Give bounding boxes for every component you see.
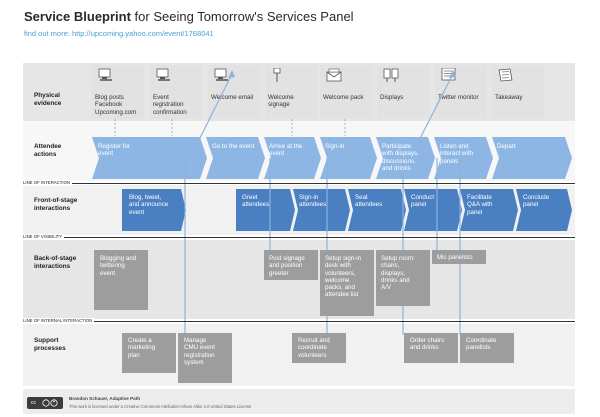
line-of-visibility-label: LINE OF VISIBILITY — [23, 234, 65, 240]
frontstage-conclude: Conclude panel — [523, 194, 550, 209]
support-registration: Manage CMU event registration system — [184, 337, 215, 366]
frontstage-arrow-blog — [122, 189, 186, 231]
action-arrow-depart — [492, 137, 572, 179]
attendee-action-arrive: Arrive at the event — [269, 143, 303, 158]
action-arrow-register — [92, 137, 207, 179]
line-of-interaction — [23, 183, 575, 184]
frontstage-facilitate: Facilitate Q&A with panel — [467, 194, 493, 216]
cc-badge-text: cc — [31, 400, 36, 406]
evidence-registration-confirmation: Event registration confirmation — [150, 65, 202, 119]
frontstage-sign-in: Sign-in attendees — [299, 194, 327, 209]
backstage-signin-desk: Setup sign-in desk with volunteers, welc… — [325, 255, 362, 299]
evidence-welcome-email: Welcome email — [208, 65, 260, 119]
frontstage-arrow-conclude — [516, 189, 572, 231]
frontstage-arrow-greet — [236, 189, 295, 231]
frontstage-arrow-facilitate — [460, 189, 518, 231]
evidence-label: Takeaway — [495, 94, 523, 101]
attendee-action-register: Register for event — [98, 143, 130, 158]
page-title: Service Blueprint for Seeing Tomorrow's … — [24, 9, 354, 24]
row-label-frontstage: Front-of-stage interactions — [34, 197, 78, 212]
computer-icon — [156, 68, 170, 81]
footer-license[interactable]: This work is licensed under a Creative C… — [69, 404, 252, 409]
row-label-attendee-actions: Attendee actions — [34, 143, 62, 158]
support-volunteers: Recruit and coordinate volunteers — [298, 337, 330, 359]
backstage-mic: Mic panelists — [437, 254, 473, 261]
backstage-setup-room: Setup room: chairs, displays, drinks and… — [381, 255, 415, 292]
footer-author: Brandon Schauer, Adaptive Path — [69, 396, 141, 401]
attendee-action-depart: Depart — [497, 143, 516, 150]
welcome-pack-icon — [326, 68, 342, 82]
frontstage-arrow-seat — [348, 189, 406, 231]
evidence-label: Welcome signage — [268, 94, 294, 109]
creative-commons-badge[interactable]: cc — [27, 397, 63, 409]
connector-arrowheads — [228, 70, 456, 78]
evidence-label: Twitter monitor — [438, 94, 479, 101]
row-label-support: Support processes — [34, 337, 66, 352]
line-of-visibility — [23, 237, 575, 238]
evidence-displays: Displays — [377, 65, 429, 119]
support-marketing: Create a marketing plan — [128, 337, 156, 359]
computer-icon — [98, 68, 112, 81]
frontstage-arrow-conduct — [404, 189, 462, 231]
evidence-takeaway: Takeaway — [492, 65, 544, 119]
subtitle-link[interactable]: find out more: http://upcoming.yahoo.com… — [24, 29, 214, 38]
evidence-label: Blog posts Facebook Upcoming.com — [95, 94, 137, 116]
action-arrow-go-to-event — [206, 137, 265, 179]
attendee-action-participate: Participate with displays, discussions, … — [382, 143, 419, 172]
frontstage-seat: Seat attendees — [355, 194, 383, 209]
backstage-box-setup-room — [376, 250, 430, 306]
attendee-action-arrows — [92, 137, 572, 179]
backstage-blogging: Blogging and twittering event — [100, 255, 137, 277]
action-arrow-participate — [376, 137, 435, 179]
signpost-icon — [273, 68, 281, 82]
evidence-welcome-signage: Welcome signage — [265, 65, 317, 119]
displays-icon — [383, 68, 399, 82]
support-box-volunteers — [292, 333, 346, 363]
evidence-welcome-pack: Welcome pack — [320, 65, 372, 119]
attendee-action-listen: Listen and interact with panels — [440, 143, 474, 165]
frontstage-arrow-sign-in — [293, 189, 350, 231]
title-rest: for Seeing Tomorrow's Services Panel — [130, 9, 354, 24]
newspaper-icon — [498, 68, 513, 82]
title-bold: Service Blueprint — [24, 9, 131, 24]
action-arrow-listen — [434, 137, 493, 179]
support-chairs: Order chairs and drinks — [410, 337, 445, 352]
line-of-internal-interaction — [23, 321, 575, 322]
action-arrow-sign-in — [320, 137, 377, 179]
frontstage-arrows — [122, 189, 572, 231]
computer-icon — [214, 68, 228, 81]
evidence-label: Event registration confirmation — [153, 94, 187, 116]
row-label-backstage: Back-of-stage interactions — [34, 255, 77, 270]
evidence-label: Displays — [380, 94, 404, 101]
backstage-box-mic — [432, 250, 486, 264]
evidence-label: Welcome email — [211, 94, 254, 101]
backstage-signage: Post signage and position greeter — [269, 255, 305, 277]
evidence-blog-posts: Blog posts Facebook Upcoming.com — [92, 65, 144, 119]
attendee-action-sign-in: Sign-in — [325, 143, 345, 150]
backstage-box-signage — [264, 250, 318, 280]
evidence-label: Welcome pack — [323, 94, 364, 101]
support-box-registration — [178, 333, 232, 383]
frontstage-conduct: Conduct panel — [411, 194, 435, 209]
evidence-dashed-connectors — [114, 119, 346, 136]
footer-band — [23, 389, 575, 414]
frontstage-blog: Blog, tweet, and announce event — [129, 194, 169, 216]
row-label-physical-evidence: Physical evidence — [34, 92, 62, 107]
frontstage-greet: Greet attendees — [242, 194, 270, 209]
backstage-box-blogging — [94, 250, 148, 310]
support-box-panelists — [460, 333, 514, 363]
support-box-chairs — [404, 333, 458, 363]
action-arrow-arrive — [264, 137, 321, 179]
backstage-box-signin-desk — [320, 250, 374, 316]
support-box-marketing — [122, 333, 176, 373]
cc-by-icon — [42, 399, 58, 407]
line-of-interaction-label: LINE OF INTERACTION — [23, 180, 73, 186]
support-panelists: Coordinate panelists — [466, 337, 497, 352]
line-of-internal-interaction-label: LINE OF INTERNAL INTERACTION — [23, 318, 95, 324]
attendee-action-go-to-event: Go to the event — [212, 143, 255, 150]
